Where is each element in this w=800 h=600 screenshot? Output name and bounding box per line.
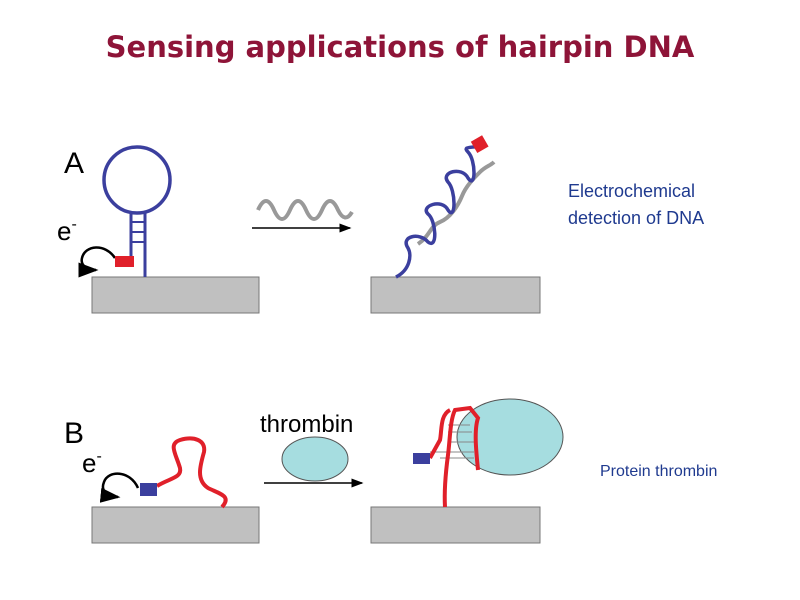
redox-label-b xyxy=(140,483,157,496)
bound-thrombin xyxy=(456,398,564,476)
electrode-surface-right xyxy=(370,276,541,314)
thrombin-label: thrombin xyxy=(260,411,353,438)
slide-title: Sensing applications of hairpin DNA xyxy=(105,30,695,64)
redox-label-displaced xyxy=(470,135,489,154)
electrode-surface-b xyxy=(91,506,260,544)
hybridized-target-strand xyxy=(416,160,496,246)
target-dna-strand xyxy=(256,199,354,221)
caption-protein-thrombin: Protein thrombin xyxy=(600,463,718,480)
caption-line-2: detection of DNA xyxy=(568,208,705,228)
panel-b-electron: e- xyxy=(82,448,102,478)
redox-label xyxy=(115,256,134,267)
electron-transfer-arrow-b xyxy=(99,472,140,503)
bound-aptamer-strand-end xyxy=(428,408,452,459)
panel-b-letter: B xyxy=(64,417,84,450)
electrode-surface-b-right xyxy=(370,506,541,544)
caption-line-1: Electrochemical xyxy=(568,181,696,201)
electrode-surface xyxy=(91,276,260,314)
aptamer-strand xyxy=(155,436,228,509)
thrombin-protein xyxy=(281,436,349,482)
bound-aptamer-strand xyxy=(442,405,481,508)
panel-a: A e- xyxy=(57,135,541,314)
redox-label-b-bound xyxy=(413,453,430,464)
panel-a-letter: A xyxy=(64,147,84,180)
hairpin-loop xyxy=(102,145,172,215)
panel-b: B e- thrombin xyxy=(64,398,564,544)
panel-a-electron: e- xyxy=(57,216,77,246)
hairpin-stem xyxy=(129,212,147,277)
electron-transfer-arrow xyxy=(78,246,117,278)
hybridized-probe-strand xyxy=(395,144,481,279)
caption-electrochemical: Electrochemical detection of DNA xyxy=(568,178,704,232)
